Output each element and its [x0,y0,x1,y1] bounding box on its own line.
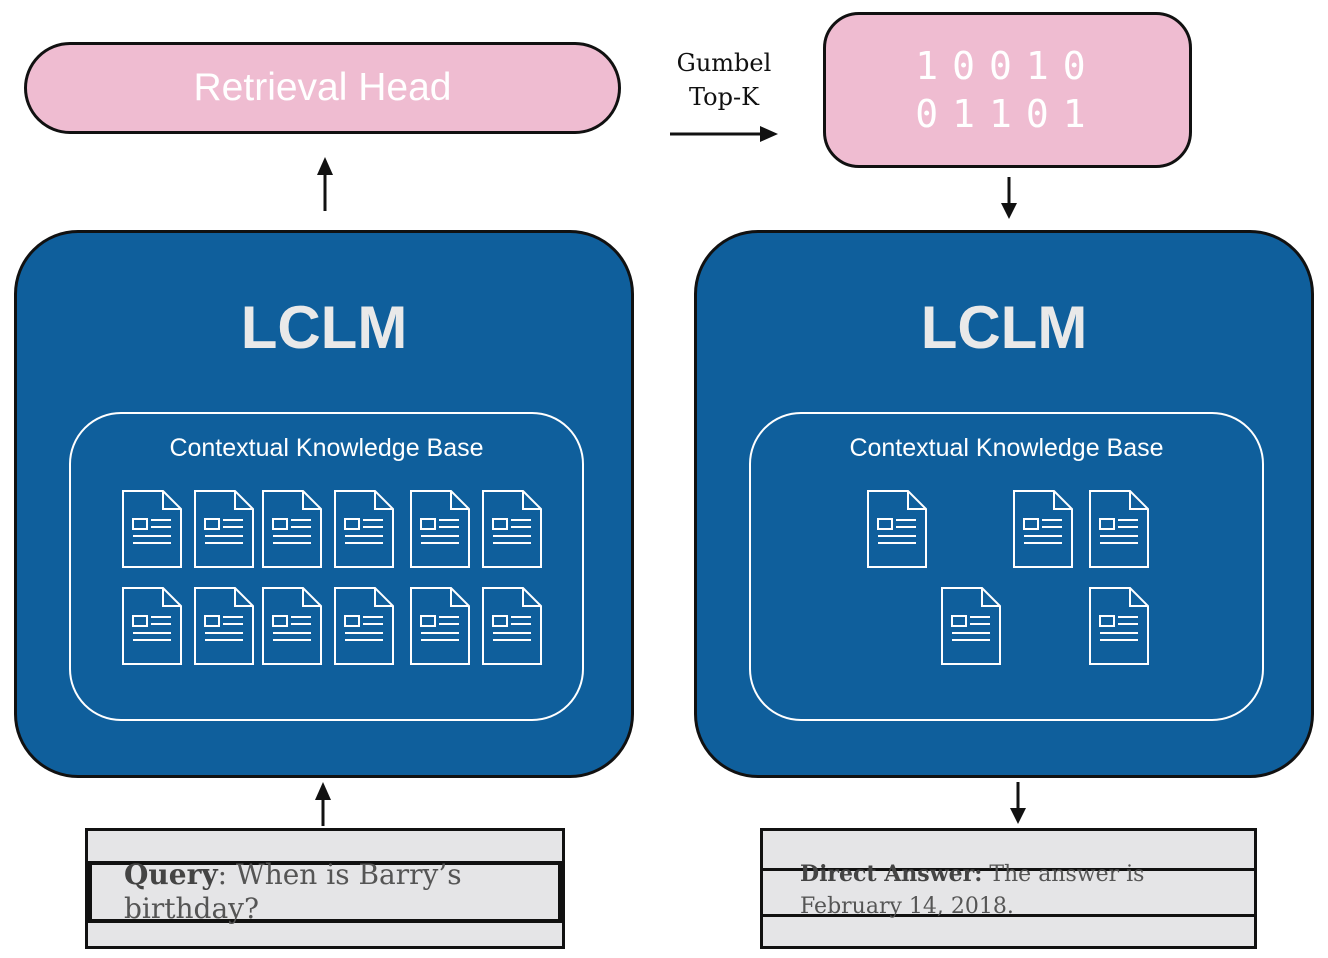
selection-mask: 10010 01101 [823,12,1192,168]
lclm-right: LCLM Contextual Knowledge Base [694,230,1314,778]
document-icon [1088,586,1150,666]
query-inner-frame [88,861,562,923]
document-icon [261,586,323,666]
query-content: : When is Barry’s birthday? [124,858,462,925]
gumbel-topk-label: Gumbel Top-K [650,46,798,114]
document-icon [940,586,1002,666]
answer-divider-bottom [760,914,1257,917]
lclm-left-title: LCLM [240,294,408,361]
document-icon [193,586,255,666]
answer-divider-top [760,868,1257,871]
document-icon [193,489,255,569]
document-icon [1012,489,1074,569]
document-icon [481,489,543,569]
document-icon [333,586,395,666]
answer-box [760,828,1257,949]
document-icon [481,586,543,666]
retrieval-head-label: Retrieval Head [193,66,452,109]
up-arrow-icon [315,782,331,826]
up-arrow-icon [317,157,333,211]
document-icon [866,489,928,569]
document-icon [333,489,395,569]
document-icon [121,489,183,569]
knowledge-base-left-title: Contextual Knowledge Base [169,434,484,462]
query-box [85,828,565,949]
query-text: Query: When is Barry’s birthday? [124,858,544,926]
mask-row-2: 01101 [915,92,1100,136]
lclm-left: LCLM Contextual Knowledge Base [14,230,634,778]
document-icon [409,489,471,569]
gumbel-line1: Gumbel [676,49,772,77]
gumbel-line2: Top-K [689,83,759,111]
document-icon [409,586,471,666]
query-label: Query [124,858,218,891]
right-arrow-icon [670,126,778,142]
down-arrow-icon [1010,782,1026,824]
answer-text: Direct Answer: The answer is February 14… [800,858,1220,923]
lclm-right-title: LCLM [920,294,1088,361]
document-icon [1088,489,1150,569]
down-arrow-icon [1001,177,1017,219]
knowledge-base-right: Contextual Knowledge Base [749,412,1264,721]
document-icon [121,586,183,666]
answer-content: The answer is February 14, 2018. [800,862,1145,919]
mask-row-1: 10010 [915,44,1100,88]
document-icon [261,489,323,569]
knowledge-base-left: Contextual Knowledge Base [69,412,584,721]
answer-label: Direct Answer: [800,861,983,887]
retrieval-head: Retrieval Head [24,42,621,134]
knowledge-base-right-title: Contextual Knowledge Base [849,434,1164,462]
